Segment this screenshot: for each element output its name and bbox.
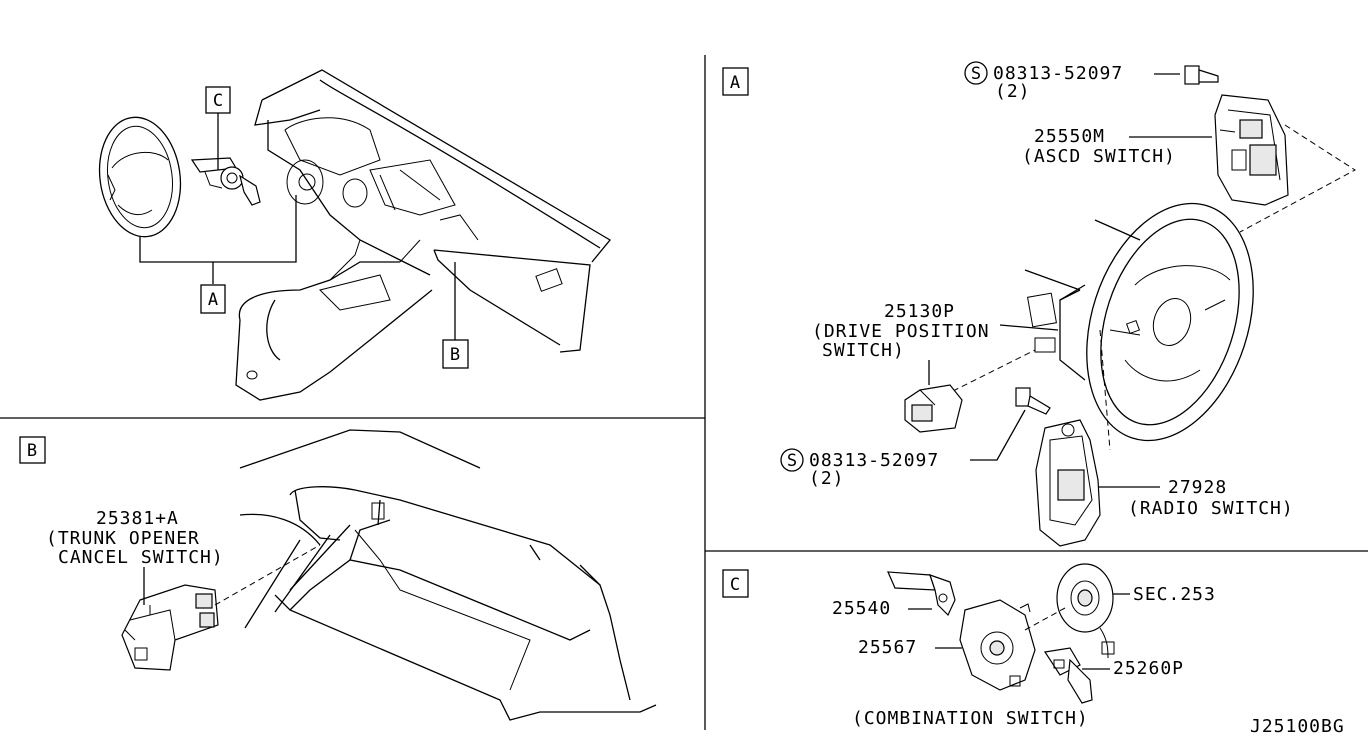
trunk-opener-part-number: 25381+A	[96, 508, 179, 529]
trunk-opener-switch-illustration	[121, 584, 219, 671]
part-25260p-number: 25260P	[1113, 658, 1184, 679]
part-25540-number: 25540	[832, 598, 891, 619]
sec-253-reference: SEC.253	[1133, 584, 1216, 605]
steering-wheel-large-illustration	[999, 202, 1254, 442]
callout-b-overview: B	[450, 345, 460, 365]
callout-c-overview: C	[213, 91, 223, 111]
screw-bottom-illustration	[1015, 387, 1051, 415]
callout-a-overview: A	[208, 290, 218, 310]
trunk-opener-name-line2: CANCEL SWITCH)	[58, 547, 224, 568]
diagram-code: J25100BG	[1250, 716, 1345, 736]
drive-position-name-line1: (DRIVE POSITION	[812, 321, 990, 342]
part-25540-illustration	[887, 571, 956, 617]
ascd-switch-illustration	[1214, 94, 1289, 206]
part-25260p-illustration	[1043, 647, 1093, 704]
panel-c: C 25540 25567 SEC.253	[722, 563, 1216, 729]
drive-position-part-number: 25130P	[884, 301, 955, 322]
dashboard-illustration	[235, 69, 611, 401]
screw-bottom-qty: (2)	[809, 468, 845, 489]
panel-a-label: A	[730, 73, 740, 93]
screw-symbol-top: S	[971, 64, 981, 84]
ascd-part-number: 25550M	[1034, 126, 1105, 147]
drive-position-switch-illustration	[904, 384, 963, 433]
combination-switch-illustration	[190, 157, 261, 206]
panel-a: A S 08313-52097 (2) 25550M (ASCD SWITCH)	[722, 61, 1356, 547]
trunk-opener-name-line1: (TRUNK OPENER	[46, 528, 200, 549]
panel-c-label: C	[730, 575, 740, 595]
screw-top-qty: (2)	[995, 81, 1031, 102]
drive-position-name-line2: SWITCH)	[822, 340, 905, 361]
part-25567-illustration	[959, 599, 1036, 691]
screw-bottom-part-number: 08313-52097	[809, 450, 939, 471]
steering-wheel-illustration	[98, 116, 182, 238]
spiral-cable-illustration	[1056, 563, 1115, 659]
panel-b: B 253	[19, 429, 657, 721]
overview-panel: C A B	[98, 69, 611, 401]
radio-switch-illustration	[1035, 419, 1101, 547]
screw-symbol-bottom: S	[787, 451, 797, 471]
panel-b-label: B	[27, 441, 37, 461]
screw-top-illustration	[1184, 65, 1219, 85]
combination-switch-caption: (COMBINATION SWITCH)	[852, 708, 1089, 729]
screw-top-part-number: 08313-52097	[993, 63, 1123, 84]
leader-a-overview	[139, 195, 297, 263]
ascd-name: (ASCD SWITCH)	[1022, 146, 1176, 167]
radio-switch-name: (RADIO SWITCH)	[1128, 498, 1294, 519]
console-illustration	[239, 429, 657, 721]
part-25567-number: 25567	[858, 637, 917, 658]
radio-switch-part-number: 27928	[1168, 477, 1227, 498]
